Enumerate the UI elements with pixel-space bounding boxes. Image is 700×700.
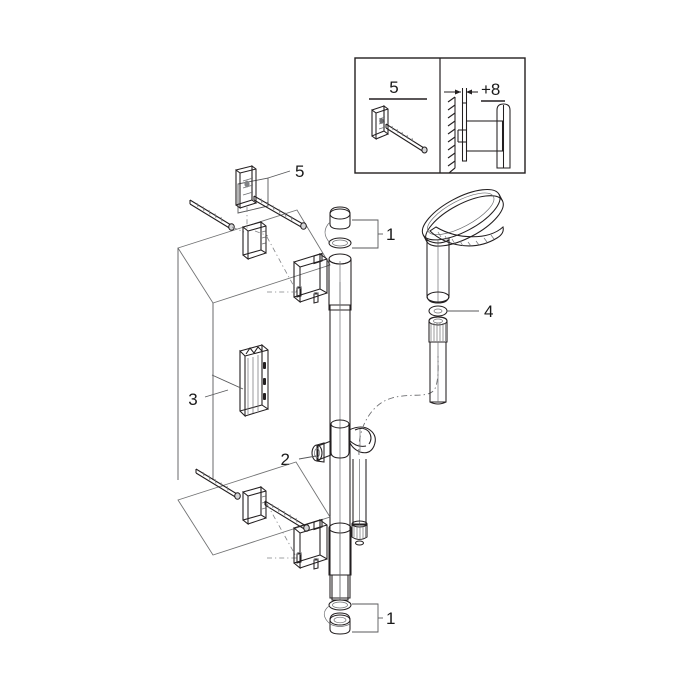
inset-detail-box: 5 — [354, 57, 526, 174]
lower-mounting-screw-left — [195, 468, 241, 500]
top-end-cap-assembly — [324, 206, 352, 249]
inset-wall-plug-icon — [371, 104, 389, 141]
callout-4-group: 4 — [447, 302, 493, 321]
upper-mounting-screw-right — [253, 195, 307, 230]
hand-shower-holder — [311, 419, 376, 463]
inset-right-panel: +8 — [444, 80, 511, 174]
lower-mounting-guide-plane — [177, 461, 331, 556]
upper-mounting-screw-left — [189, 199, 235, 231]
upper-mounting-guide-plane — [177, 209, 331, 480]
upper-wall-anchor-block — [242, 220, 267, 261]
callout-label-1-bottom: 1 — [386, 609, 395, 628]
hose-connector-tube — [351, 459, 368, 546]
hand-shower-head — [421, 189, 504, 304]
hose-nut-and-hose — [428, 316, 448, 405]
inset-left-panel: 5 — [369, 78, 428, 154]
inset-screw-icon — [385, 123, 428, 154]
upper-rail-bracket — [293, 252, 352, 311]
callout-label-5: 5 — [295, 162, 304, 181]
inset-tile-plate — [461, 102, 468, 162]
callout-1-top-group: 1 — [352, 219, 395, 249]
upper-bracket-screw-holes — [266, 236, 319, 304]
lower-rail-bracket — [293, 518, 328, 570]
upper-alignment-dash — [231, 207, 269, 237]
hose-seal-washer — [428, 305, 448, 317]
inset-dimension-label-plus8: +8 — [481, 80, 500, 99]
callout-label-3: 3 — [188, 390, 197, 409]
shower-head-handle — [426, 238, 450, 304]
inset-step-label-5: 5 — [389, 78, 398, 97]
lower-wall-anchor-block — [242, 485, 267, 526]
callout-label-1-top: 1 — [386, 225, 395, 244]
inset-rail-tube — [496, 103, 511, 169]
rail-clamp-slider — [211, 343, 269, 418]
slide-rail-bottom-section — [331, 575, 349, 601]
bottom-end-cap-assembly — [323, 599, 352, 635]
callout-2-group: 2 — [281, 450, 317, 469]
callout-label-4: 4 — [484, 302, 493, 321]
shower-head-spray-face — [429, 226, 504, 247]
inset-bracket-body — [457, 120, 504, 152]
lower-mounting-screw-right — [264, 500, 310, 532]
inset-dimension-arrows — [444, 88, 478, 103]
callout-1-bottom-group: 1 — [352, 603, 395, 633]
callout-3-group: 3 — [188, 389, 229, 409]
upper-wall-plug — [235, 164, 257, 210]
lower-rail-sleeve — [328, 522, 352, 576]
inset-wall-hatching — [447, 96, 456, 174]
callout-label-2: 2 — [281, 450, 290, 469]
